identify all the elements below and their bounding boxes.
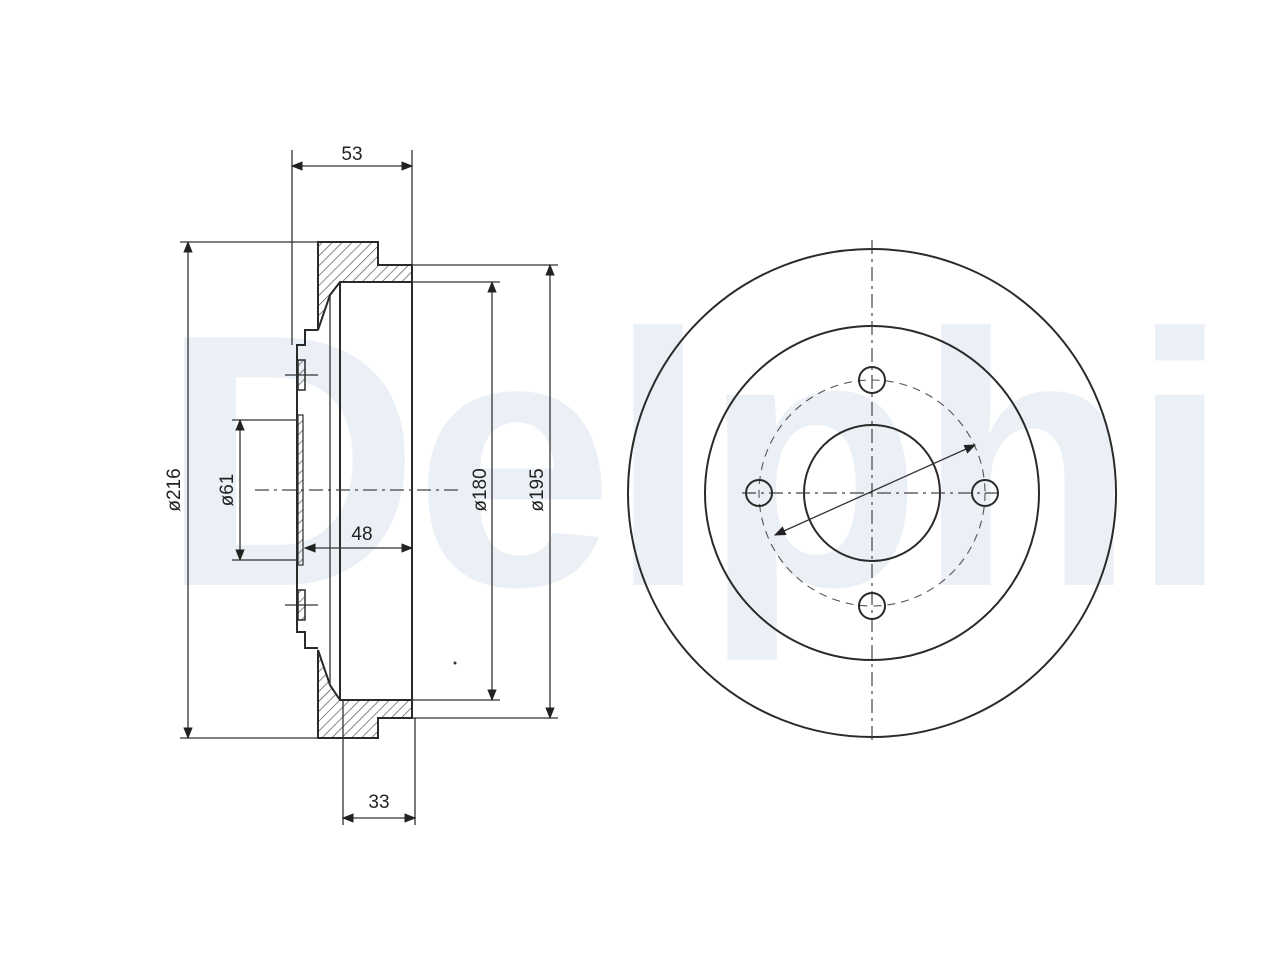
dim-width-total: 53 <box>341 144 362 165</box>
bolt-circle-diameter-line <box>773 444 977 536</box>
side-view: 53 48 33 ø216 ø61 ø180 ø195 <box>164 144 558 825</box>
flange-section-bottom <box>317 649 413 739</box>
dim-hub-diameter: ø61 <box>217 474 238 507</box>
front-view <box>627 240 1117 745</box>
dim-hub-width: 33 <box>368 792 389 813</box>
dim-outer-diameter: ø216 <box>164 468 185 511</box>
bolt-hole-top <box>858 366 886 394</box>
dim-inner-depth: 48 <box>351 524 372 545</box>
dim-inner-diameter: ø180 <box>470 468 491 511</box>
bolt-hole-bottom <box>858 592 886 620</box>
bolt-hole-left <box>745 479 773 507</box>
dim-drum-diameter: ø195 <box>527 468 548 511</box>
web-outline <box>296 329 318 649</box>
speck <box>453 661 457 665</box>
